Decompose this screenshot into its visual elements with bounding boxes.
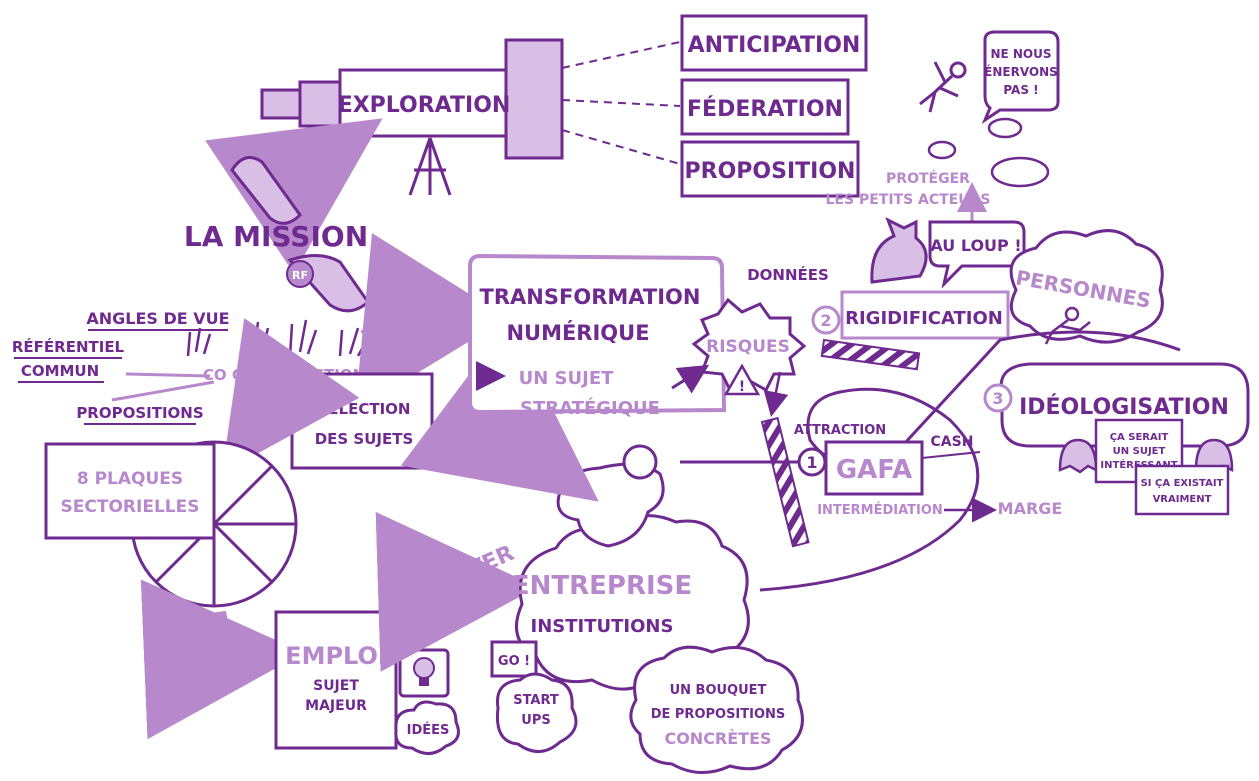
barrier-top (820, 338, 921, 371)
idees-cloud (394, 700, 460, 755)
propositions-label: Propositions (76, 404, 203, 422)
ne-nous-line3: pas ! (1003, 83, 1038, 97)
telescope-beams (561, 41, 681, 165)
ne-nous-line1: Ne nous (990, 47, 1051, 61)
step-1-label: 1 (806, 453, 817, 472)
institutions-label: Institutions (531, 616, 674, 637)
ca-serait-line2: un sujet (1113, 446, 1166, 457)
sheep-icons (927, 117, 1050, 188)
si-ca-bubble (1134, 464, 1230, 516)
running-figure-icon (919, 61, 967, 113)
gafa-label: GAFA (836, 455, 912, 485)
barrier-left (760, 416, 810, 548)
selection-line2: des sujets (315, 430, 414, 448)
speech-bubble-calm (981, 30, 1060, 124)
federation-label: Féderation (687, 96, 843, 122)
runner-icon (1044, 306, 1091, 345)
personnes-cloud (1009, 229, 1164, 344)
plaques-line2: sectorielles (61, 497, 200, 517)
emploi-label: Emploi (285, 642, 387, 670)
startups-line1: Start (513, 693, 559, 708)
marge-label: Marge (998, 499, 1063, 518)
mission-to-exploration-arrow (205, 118, 383, 274)
entreprise-label: Entreprise (512, 571, 692, 601)
transformation-line1: Transformation (480, 285, 701, 309)
plaques-line1: 8 plaques (77, 469, 183, 489)
commun-label: Commun (21, 362, 99, 380)
warning-mark: ! (739, 379, 745, 395)
ideologisation-cloud (999, 362, 1250, 448)
transformation-to-entreprise-arrow (400, 321, 599, 502)
ghost-characters-icon (1058, 438, 1234, 474)
selection-to-plaques-arrow (222, 318, 360, 474)
ca-serait-line1: ça serait (1110, 432, 1169, 443)
rf-seal-label: RF (292, 269, 308, 282)
intermediation-label: Intermédiation (817, 502, 943, 518)
transformation-box (468, 253, 727, 415)
bouquet-line3: concrètes (664, 729, 771, 748)
ideologisation-label: Idéologisation (1019, 394, 1229, 420)
rigidification-box (840, 290, 1010, 340)
idees-label: Idées (407, 722, 450, 738)
exploration-label: Exploration (338, 93, 511, 118)
federation-box (680, 78, 850, 136)
un-sujet-label: un sujet (519, 368, 615, 389)
bouquet-cloud (629, 645, 804, 774)
proteger-line1: Protéger (886, 170, 970, 187)
rf-seal (286, 260, 314, 288)
step-2-badge (811, 305, 841, 335)
selection-line1: Sélection (318, 399, 411, 418)
wheel-to-emploi-arrow (140, 579, 304, 740)
go-label: GO ! (498, 654, 530, 669)
referentiel-label: Référentiel (12, 337, 125, 356)
booster-arrow (375, 511, 538, 672)
anticipation-label: Anticipation (688, 33, 861, 58)
selection-box (290, 372, 434, 470)
wolf-icon (870, 216, 928, 284)
attraction-label: Attraction (794, 423, 886, 438)
proteger-line2: les petits acteurs (826, 192, 991, 208)
cash-label: Cash (931, 434, 974, 450)
swirl-road (759, 330, 1181, 592)
sujet-majeur-line1: sujet (313, 678, 359, 694)
strategique-label: stratégique (520, 397, 660, 419)
au-loup-label: Au loup ! (930, 236, 1021, 255)
bouquet-line1: Un bouquet (670, 683, 767, 698)
risques-burst (691, 297, 807, 393)
si-ca-line2: vraiment (1153, 494, 1212, 505)
startups-cloud (495, 672, 578, 753)
transformation-line2: numérique (506, 320, 649, 345)
step-3-badge (983, 383, 1013, 413)
la-mission-label: La Mission (184, 220, 368, 253)
proposition-label: Proposition (685, 159, 856, 184)
plaques-box (44, 442, 216, 540)
go-box (490, 640, 538, 678)
angles-de-vue-label: Angles de vue (86, 309, 229, 328)
rigidification-label: Rigidification (845, 308, 1003, 329)
warning-icon (723, 363, 761, 396)
ne-nous-line2: énervons (984, 64, 1058, 79)
startups-line2: Ups (521, 713, 550, 728)
step-3-label: 3 (992, 389, 1003, 408)
anticipation-box (680, 14, 868, 72)
gafa-box (824, 440, 924, 496)
sujet-majeur-line2: majeur (305, 698, 367, 714)
risques-label: Risques (706, 337, 790, 357)
step-2-label: 2 (820, 311, 831, 330)
donnees-label: Données (747, 265, 829, 284)
lightbulb-icon (398, 648, 450, 698)
proposition-box (680, 140, 860, 198)
si-ca-line1: si ça existait (1141, 478, 1224, 489)
bouquet-line2: de propositions (651, 707, 786, 722)
